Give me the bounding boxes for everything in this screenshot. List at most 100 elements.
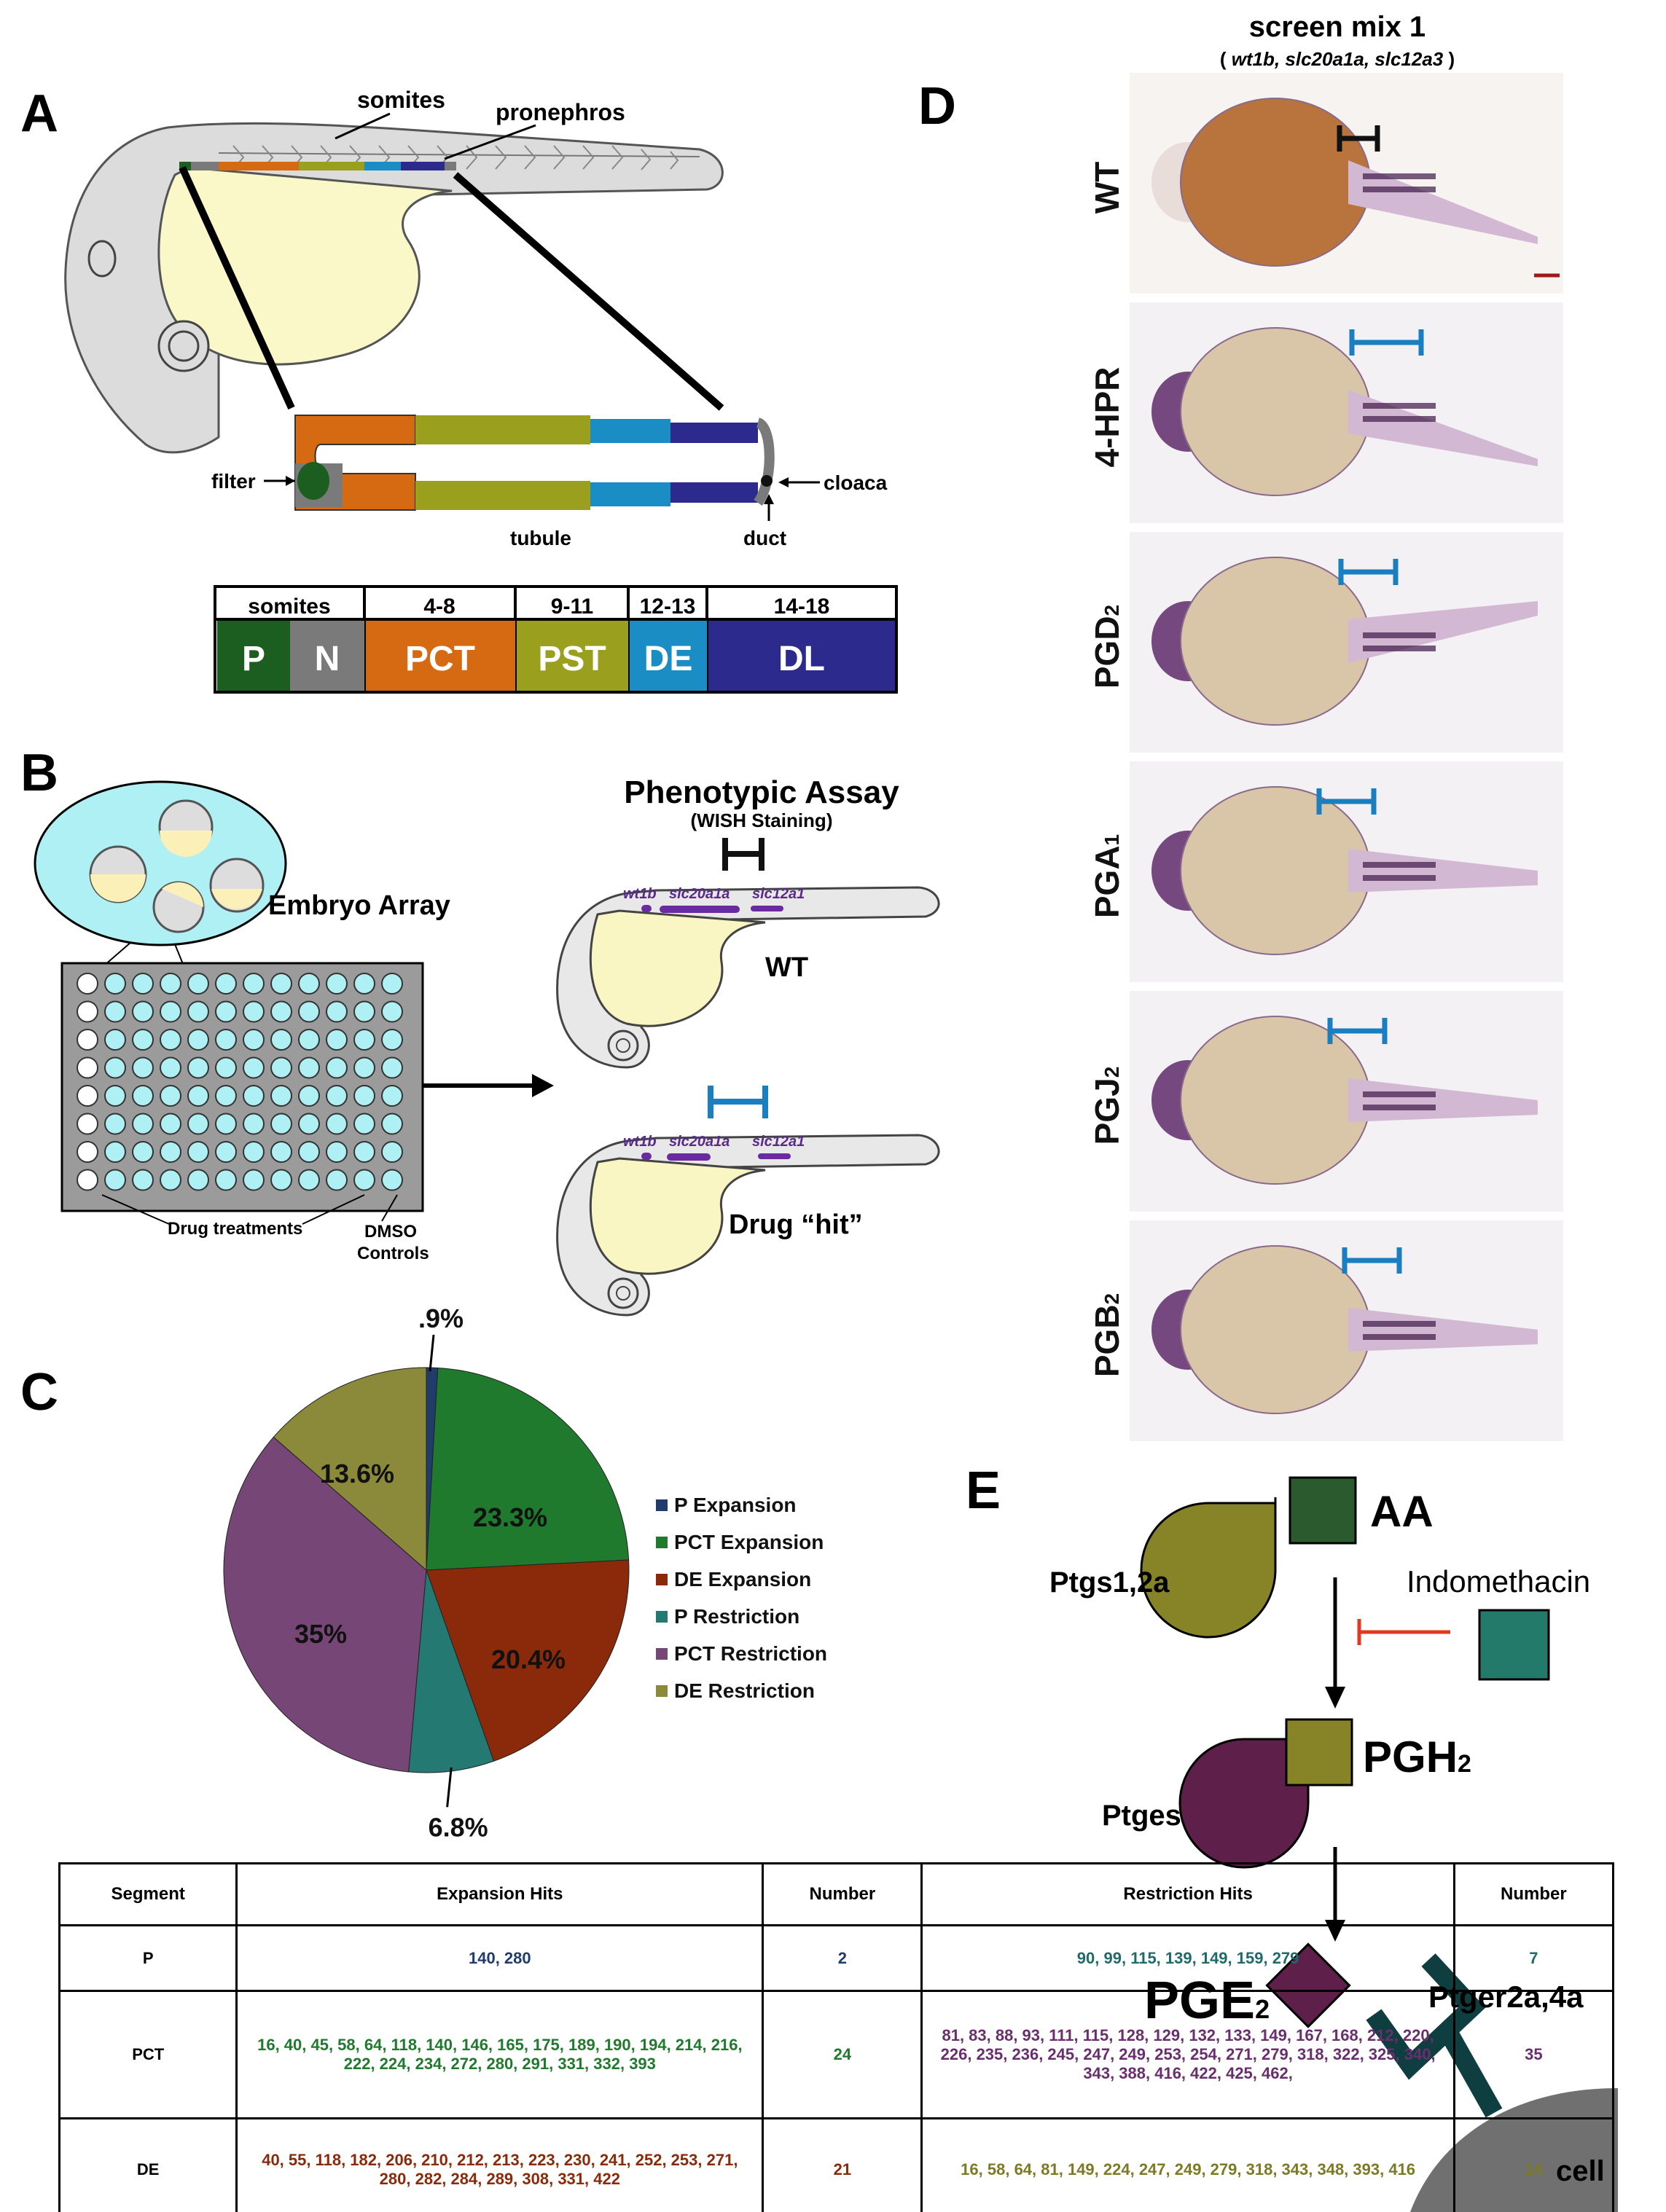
treatment-well (298, 1056, 320, 1079)
restriction-number-cell: 7 (1452, 1924, 1615, 1992)
hits-table-header: Segment Expansion Hits Number Restrictio… (58, 1862, 1615, 1926)
control-well (77, 1085, 98, 1107)
treatment-well (298, 1113, 320, 1135)
treatment-well (187, 1056, 209, 1079)
wt-gene-slc12a1: slc12a1 (752, 886, 805, 902)
expansion-bracket-icon (1338, 559, 1399, 585)
treatment-well (215, 1169, 237, 1191)
aa-substrate-icon (1288, 1476, 1357, 1545)
aa-label: AA (1370, 1487, 1434, 1536)
control-well (77, 1056, 98, 1079)
segment-label-n: N (315, 640, 340, 678)
treatment-well (215, 1085, 237, 1107)
treatment-well (187, 1000, 209, 1023)
control-well (77, 1169, 98, 1191)
expansion-cell: 140, 280 (235, 1924, 764, 1992)
header-number: Number (762, 1862, 923, 1926)
treatment-well (326, 1056, 348, 1079)
segment-cell: PCT (58, 1990, 238, 2119)
legend-entry: DE Expansion (674, 1568, 811, 1591)
well-plate (60, 962, 424, 1212)
treatment-well (160, 1169, 181, 1191)
segment-cell: DE (58, 2117, 238, 2212)
embryo-yolk (1180, 1245, 1371, 1414)
expansion-number-cell: 2 (762, 1924, 923, 1992)
restriction-cell: 16, 58, 64, 81, 149, 224, 247, 249, 279,… (920, 2117, 1455, 2212)
pronephros-zoom (294, 415, 775, 511)
segment-de (630, 621, 707, 691)
segment-header-somites: somites (248, 595, 330, 619)
pie-chart (223, 1367, 630, 1773)
treatment-well (381, 1056, 403, 1079)
treatment-well (132, 1056, 154, 1079)
ptgs-label: Ptgs1,2a (1049, 1566, 1170, 1599)
expansion-bracket-icon (1316, 788, 1377, 815)
treatment-well (160, 1085, 181, 1107)
treatment-well (132, 1000, 154, 1023)
treatment-well (187, 1029, 209, 1051)
treatment-well (215, 1000, 237, 1023)
segment-pst (517, 621, 628, 691)
segment-label-dl: DL (778, 640, 825, 678)
pie-slice (223, 1436, 427, 1773)
pie-slice-label: 23.3% (473, 1502, 547, 1532)
duct-label: duct (743, 527, 786, 549)
somites-label: somites (357, 87, 445, 113)
segment-label-de: DE (644, 640, 693, 678)
screen-mix-subtitle: ( wt1b, slc20a1a, slc12a3 ) (1220, 48, 1455, 70)
arrow-right-icon (532, 1074, 554, 1097)
treatment-well (215, 1113, 237, 1135)
hit-gene-slc12a1: slc12a1 (752, 1134, 805, 1150)
expansion-cell: 16, 40, 45, 58, 64, 118, 140, 146, 165, … (235, 1990, 764, 2119)
pie-slice (426, 1367, 630, 1571)
treatment-well (187, 1113, 209, 1135)
treatment-well (381, 1141, 403, 1163)
treatment-well (381, 1000, 403, 1023)
tubule-label: tubule (510, 527, 571, 549)
treatment-well (353, 1169, 375, 1191)
treatment-well (298, 1085, 320, 1107)
treatment-well (243, 973, 265, 995)
legend-entry: PCT Expansion (674, 1531, 824, 1553)
treatment-well (326, 1085, 348, 1107)
treatment-well (270, 1085, 292, 1107)
treatment-well (160, 973, 181, 995)
embryo-array-bubble (34, 780, 287, 946)
panel-d-letter: D (918, 77, 956, 136)
expansion-bracket-icon (1349, 329, 1424, 356)
phenotypic-assay-subtitle: (WISH Staining) (691, 809, 833, 831)
segment-header-14-18: 14-18 (774, 595, 830, 619)
treatment-well (160, 1000, 181, 1023)
phenotypic-assay-title: Phenotypic Assay (624, 774, 899, 810)
expansion-bracket-icon (1327, 1018, 1388, 1044)
treatment-well (187, 973, 209, 995)
expansion-bracket-icon (1342, 1247, 1402, 1274)
header-number-2: Number (1452, 1862, 1615, 1926)
legend-swatch (656, 1611, 668, 1623)
embryo-yolk (1180, 98, 1371, 267)
treatment-well (381, 1085, 403, 1107)
treatment-well (298, 1141, 320, 1163)
restriction-number-cell: 14 (1452, 2117, 1615, 2212)
condition-label: PGD2 (1088, 605, 1126, 689)
wt-gene-slc20a1a: slc20a1a (669, 886, 730, 902)
treatment-well (132, 1169, 154, 1191)
wt-gene-wt1b: wt1b (623, 886, 657, 902)
panel-a-letter: A (20, 85, 58, 143)
ptges-label: Ptges (1102, 1800, 1181, 1832)
treatment-well (243, 1113, 265, 1135)
treatment-well (104, 1085, 126, 1107)
treatment-well (353, 1141, 375, 1163)
treatment-well (270, 1029, 292, 1051)
ptgs-enzyme-icon (1140, 1497, 1277, 1639)
table-row: DE 40, 55, 118, 182, 206, 210, 212, 213,… (58, 2117, 1615, 2212)
treatment-well (270, 1169, 292, 1191)
treatment-well (298, 1169, 320, 1191)
treatment-well (104, 1113, 126, 1135)
treatment-well (381, 973, 403, 995)
pie-slice (273, 1367, 427, 1572)
segment-label-pct: PCT (405, 640, 475, 678)
treatment-well (104, 1169, 126, 1191)
segment-n (290, 621, 364, 691)
